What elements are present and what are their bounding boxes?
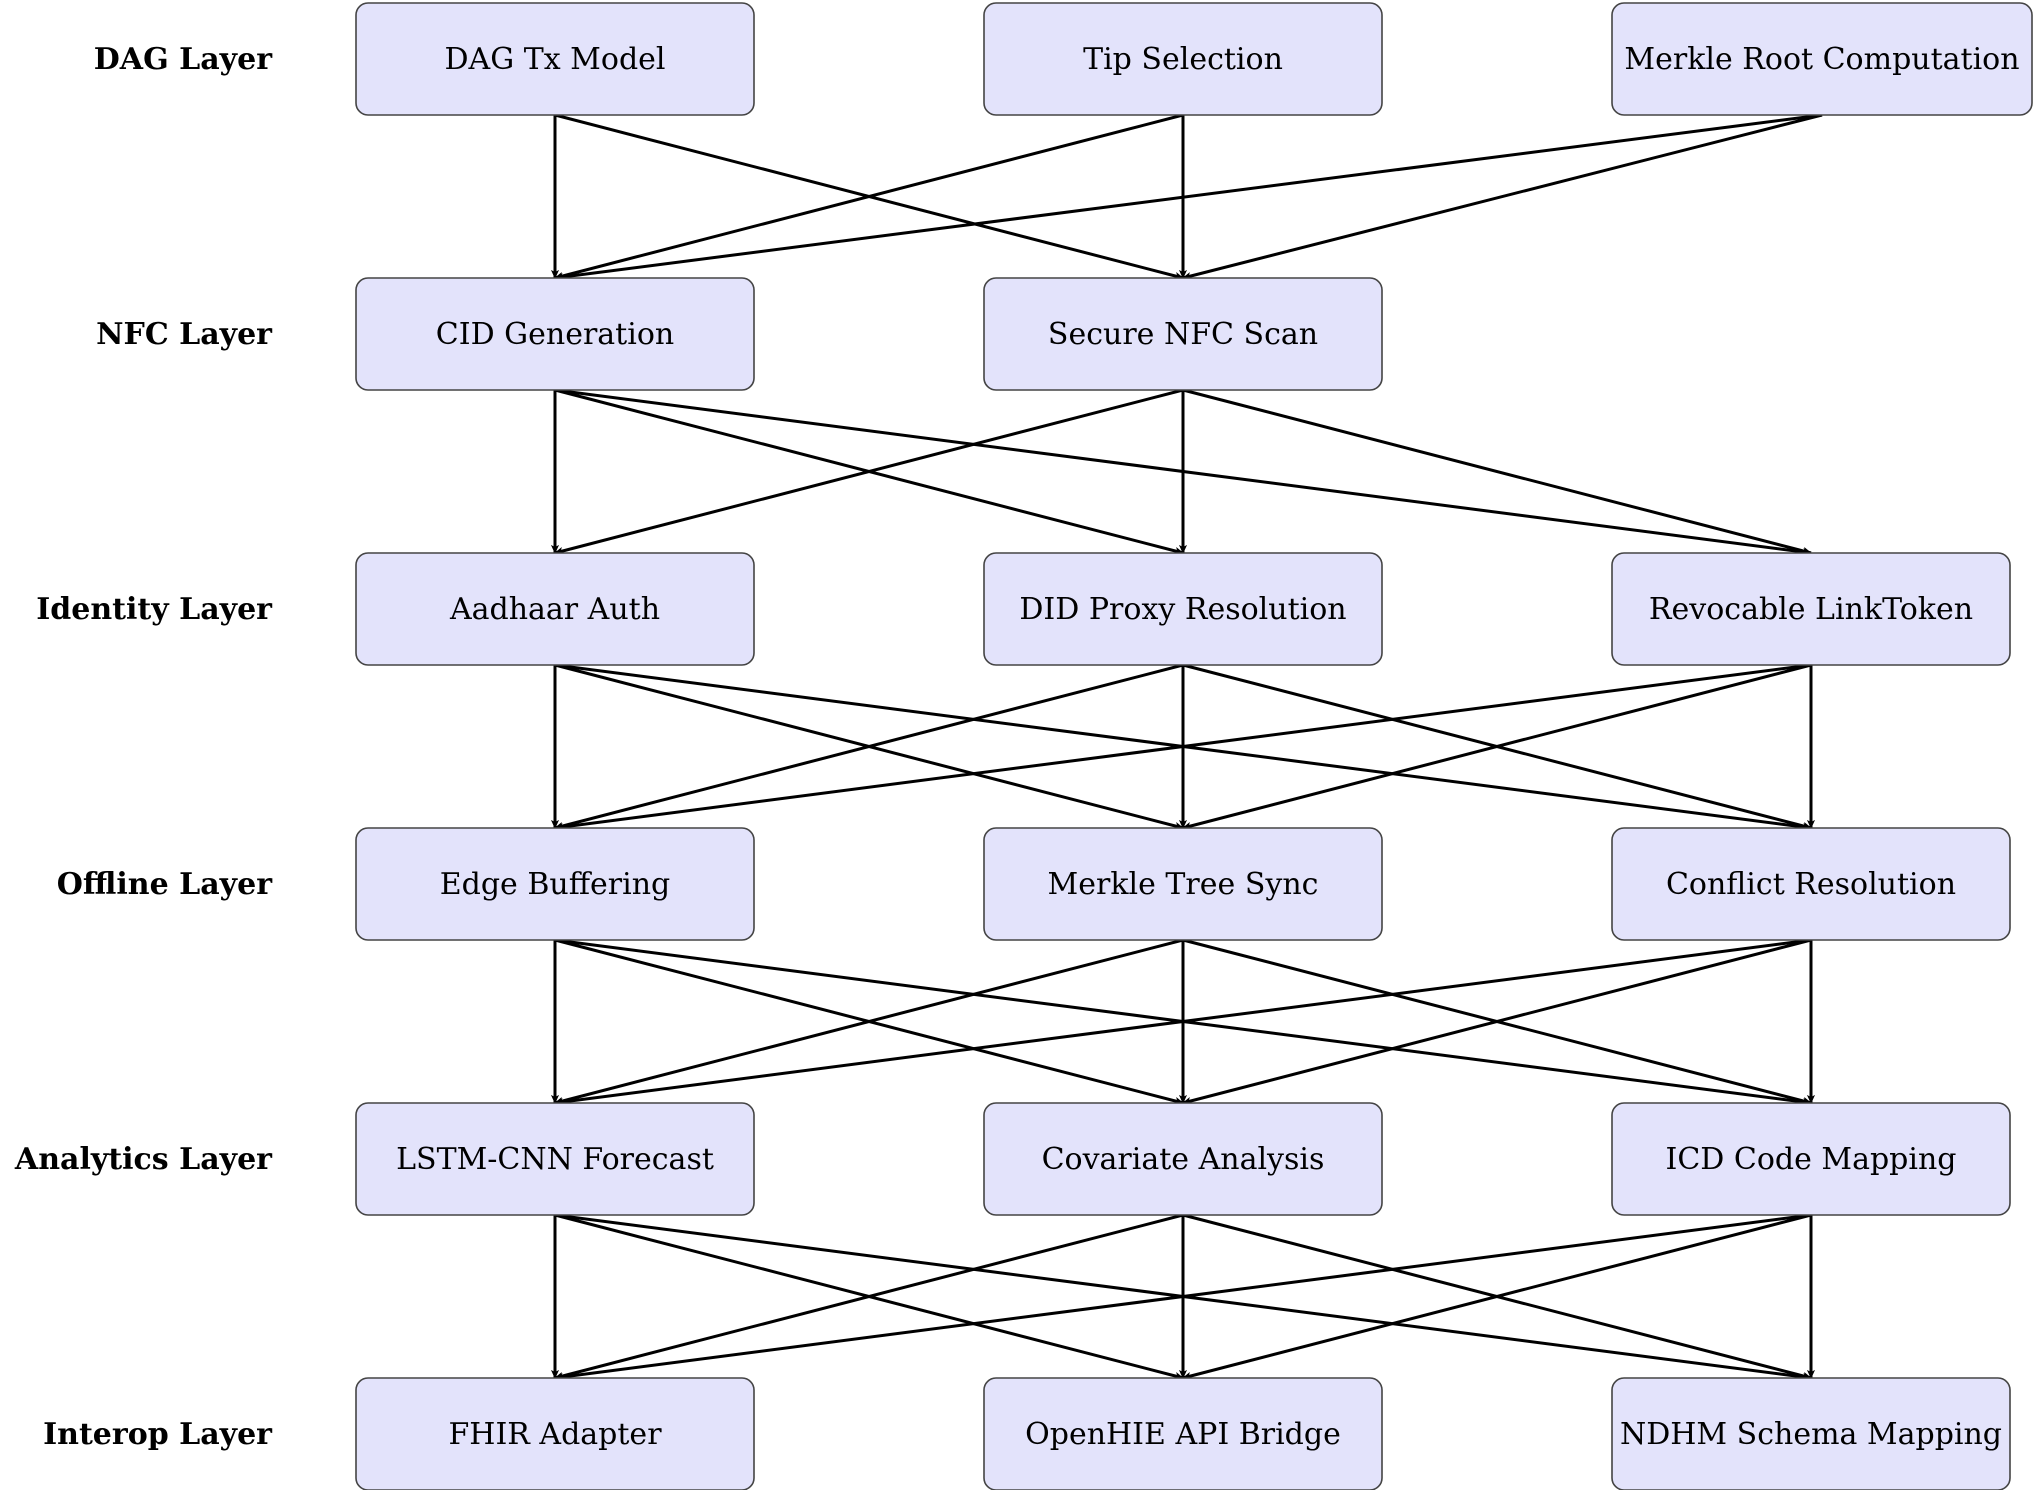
node-conflict-resolution: Conflict Resolution [1611, 827, 2011, 941]
edge-arrow [554, 663, 1184, 830]
node-label: NDHM Schema Mapping [1620, 1417, 2002, 1452]
node-box [983, 552, 1383, 666]
node-box [1611, 1102, 2011, 1216]
node-lstm-cnn-forecast: LSTM-CNN Forecast [355, 1102, 755, 1216]
edge-arrow [554, 388, 1184, 555]
node-icd-code-mapping: ICD Code Mapping [1611, 1102, 2011, 1216]
edge-arrow [554, 663, 1812, 831]
nodes: DAG Tx Model Tip Selection Merkle Root Com… [355, 2, 2033, 1490]
node-cid-generation: CID Generation [355, 277, 755, 391]
node-label: Merkle Root Computation [1624, 42, 2019, 77]
node-box [355, 827, 755, 941]
edge-arrow [1182, 663, 1812, 830]
node-merkle-root-computation: Merkle Root Computation [1611, 2, 2033, 116]
node-covariate-analysis: Covariate Analysis [983, 1102, 1383, 1216]
edge-arrow [1182, 938, 1812, 1105]
node-box [355, 2, 755, 116]
node-label: Edge Buffering [440, 867, 671, 902]
node-label: Merkle Tree Sync [1048, 867, 1319, 902]
edge-arrow [554, 1213, 1812, 1381]
node-box [355, 1377, 755, 1490]
edge-arrow [554, 113, 1184, 280]
edge-arrow [554, 938, 1812, 1106]
node-box [983, 277, 1383, 391]
node-openhie-api-bridge: OpenHIE API Bridge [983, 1377, 1383, 1490]
edge-arrow [1182, 1213, 1812, 1380]
node-secure-nfc-scan: Secure NFC Scan [983, 277, 1383, 391]
node-label: Revocable LinkToken [1649, 592, 1973, 627]
node-label: Conflict Resolution [1666, 867, 1956, 902]
edge-arrow [554, 113, 1823, 281]
node-label: FHIR Adapter [448, 1417, 662, 1452]
edges [550, 113, 1823, 1381]
edge-arrow [554, 1213, 1184, 1380]
node-box [1611, 552, 2011, 666]
layer-label-offline-layer: Offline Layer [57, 867, 273, 902]
node-label: Tip Selection [1083, 42, 1283, 77]
node-label: LSTM-CNN Forecast [396, 1142, 714, 1177]
node-fhir-adapter: FHIR Adapter [355, 1377, 755, 1490]
node-tip-selection: Tip Selection [983, 2, 1383, 116]
node-box [1611, 1377, 2011, 1490]
node-label: DID Proxy Resolution [1019, 592, 1346, 627]
edge-arrow [554, 938, 1184, 1105]
node-merkle-tree-sync: Merkle Tree Sync [983, 827, 1383, 941]
layer-label-identity-layer: Identity Layer [36, 592, 273, 627]
node-label: Secure NFC Scan [1048, 317, 1318, 352]
node-box [1611, 2, 2033, 116]
node-label: DAG Tx Model [444, 42, 665, 77]
node-edge-buffering: Edge Buffering [355, 827, 755, 941]
node-dag-tx-model: DAG Tx Model [355, 2, 755, 116]
edge-arrow [1182, 113, 1823, 280]
node-box [355, 552, 755, 666]
layer-label-nfc-layer: NFC Layer [96, 317, 273, 352]
node-label: Covariate Analysis [1042, 1142, 1325, 1177]
layer-label-dag-layer: DAG Layer [94, 42, 273, 77]
node-label: OpenHIE API Bridge [1025, 1417, 1341, 1452]
node-aadhaar-auth: Aadhaar Auth [355, 552, 755, 666]
node-box [1611, 827, 2011, 941]
node-box [355, 1102, 755, 1216]
node-box [983, 827, 1383, 941]
node-box [983, 1102, 1383, 1216]
node-box [983, 1377, 1383, 1490]
edge-arrow [1182, 388, 1812, 555]
node-box [983, 2, 1383, 116]
layer-label-interop-layer: Interop Layer [43, 1417, 273, 1452]
node-did-proxy-resolution: DID Proxy Resolution [983, 552, 1383, 666]
node-ndhm-schema-mapping: NDHM Schema Mapping [1611, 1377, 2011, 1490]
node-revocable-linktoken: Revocable LinkToken [1611, 552, 2011, 666]
node-box [355, 277, 755, 391]
node-label: CID Generation [436, 317, 674, 352]
layer-label-analytics-layer: Analytics Layer [14, 1142, 273, 1177]
node-label: Aadhaar Auth [449, 592, 660, 627]
node-label: ICD Code Mapping [1665, 1142, 1956, 1177]
